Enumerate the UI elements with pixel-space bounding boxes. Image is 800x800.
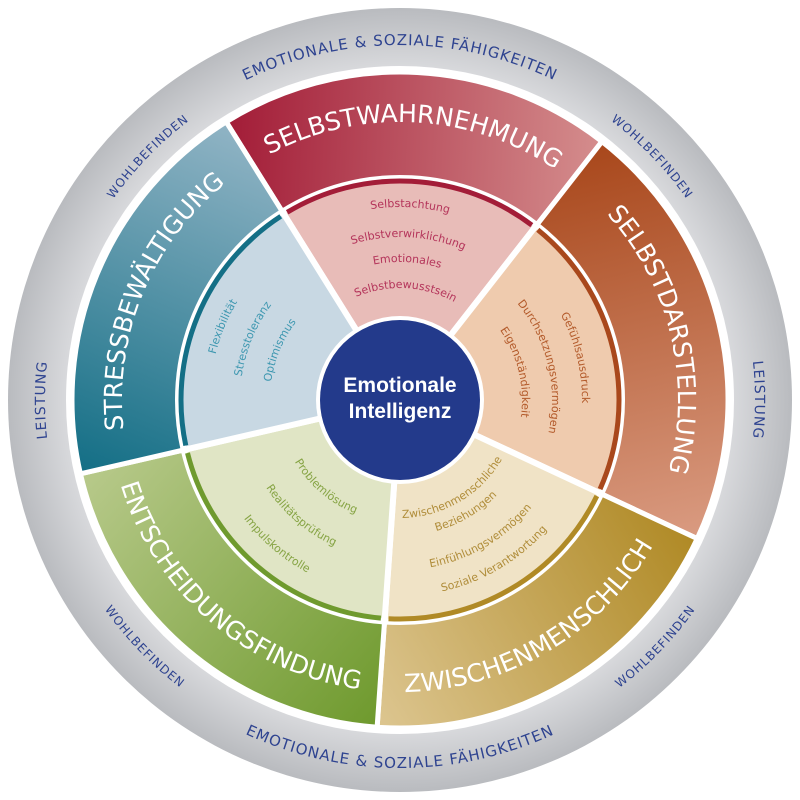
ring-label-performance: LEISTUNG bbox=[33, 360, 51, 440]
center-title-line2: Intelligenz bbox=[349, 400, 452, 423]
segment-stressbewältigung bbox=[69, 118, 362, 477]
segment-divider-arc bbox=[388, 494, 600, 622]
ring-label-performance: LEISTUNG bbox=[749, 360, 767, 440]
segment-selbstwahrnehmung bbox=[222, 69, 606, 342]
segment-divider-arc bbox=[185, 452, 382, 621]
segment-divider-arc bbox=[285, 178, 534, 228]
segment-divider-arc bbox=[536, 227, 622, 491]
segment-entscheidungsfindung bbox=[77, 414, 398, 730]
segment-selbstdarstellung bbox=[445, 138, 731, 542]
center-title-line1: Emotionale bbox=[343, 374, 456, 397]
segment-zwischenmenschlich bbox=[374, 429, 701, 731]
ring-label-performance-path: LEISTUNG bbox=[33, 360, 50, 440]
segment-divider-arc bbox=[178, 214, 283, 447]
ring-label-performance-path: LEISTUNG bbox=[749, 360, 766, 440]
center-circle bbox=[320, 320, 480, 480]
